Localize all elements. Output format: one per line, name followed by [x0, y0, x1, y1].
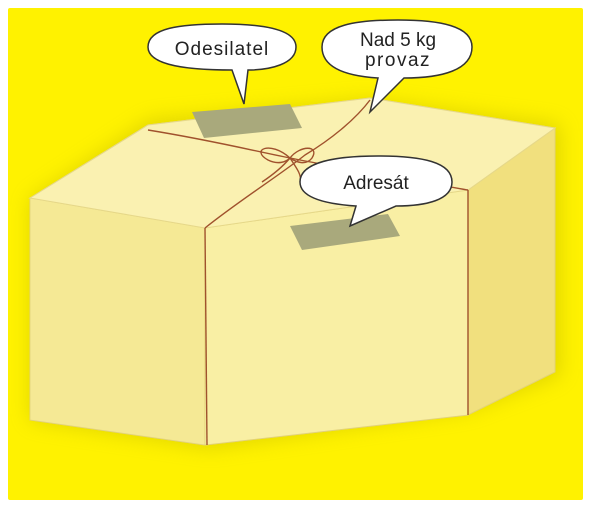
recipient-label: Adresát: [343, 173, 409, 194]
box-front-left: [30, 198, 205, 445]
string-label: provaz: [365, 50, 431, 71]
weight-label: Nad 5 kg: [360, 30, 436, 51]
sender-label: Odesilatel: [175, 39, 270, 60]
